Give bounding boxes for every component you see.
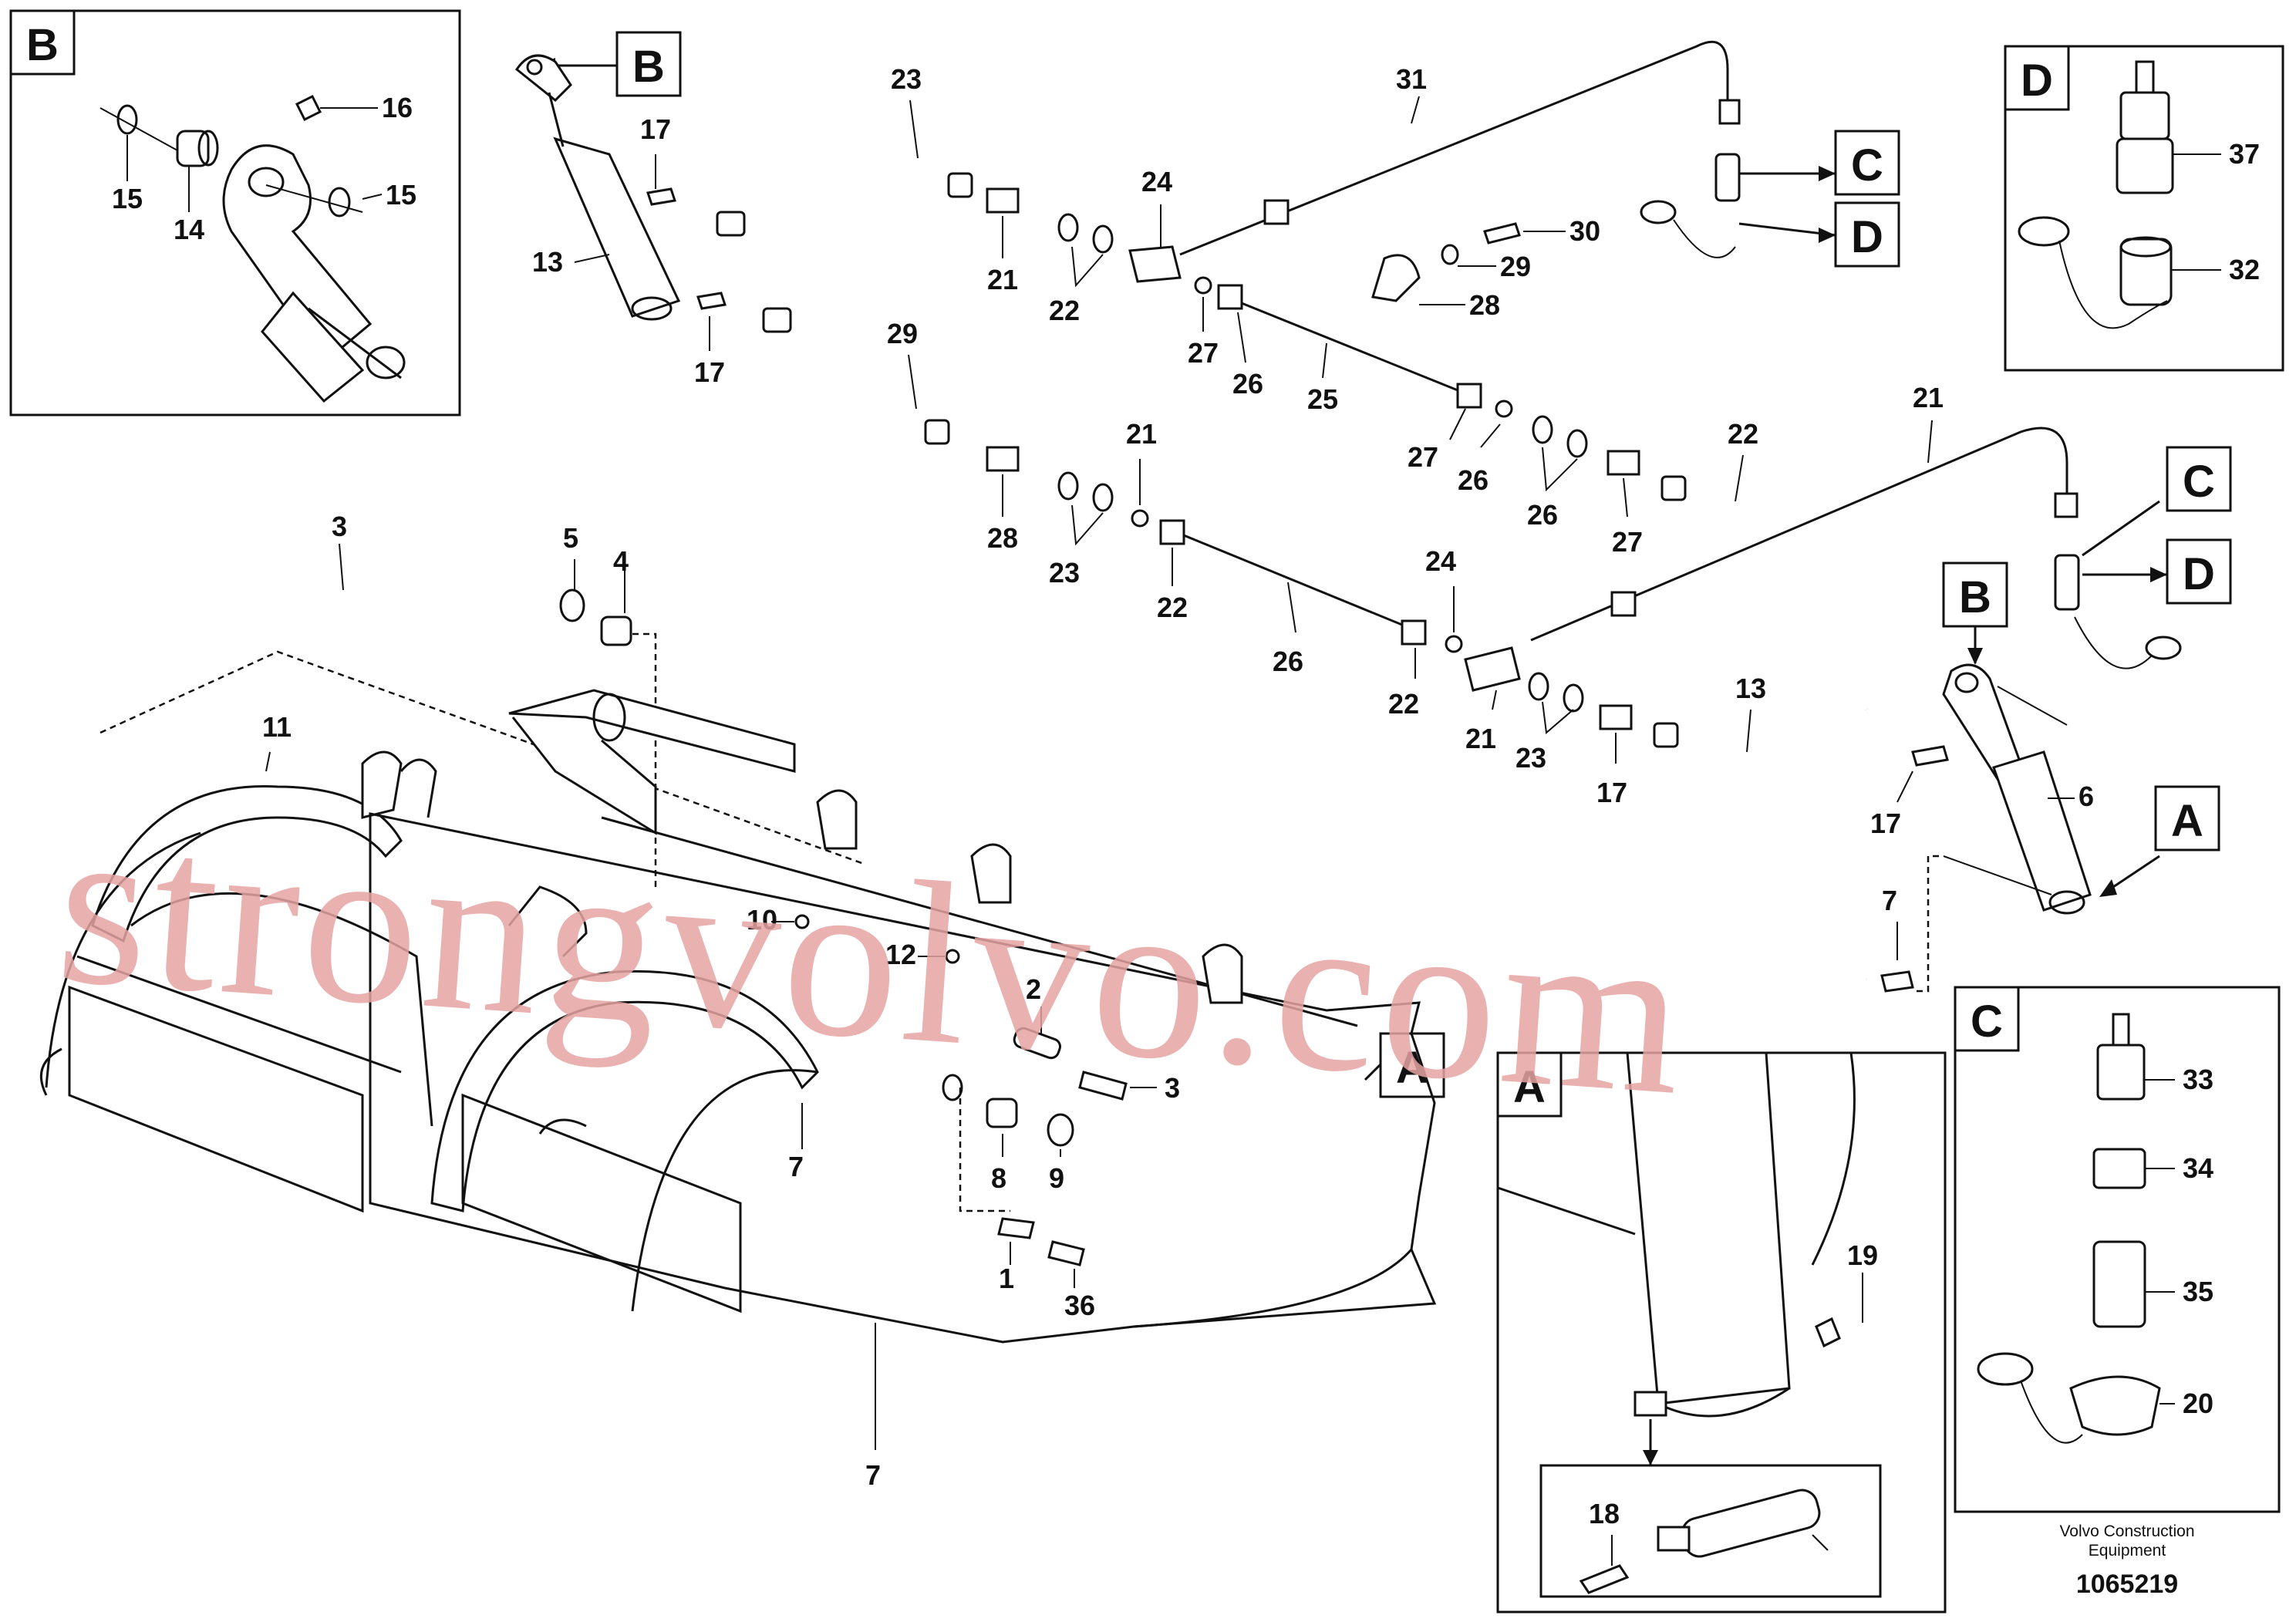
ref-box-d: D xyxy=(1851,212,1883,262)
callout-24: 21 xyxy=(1465,723,1496,754)
callout-37: 32 xyxy=(2229,254,2260,285)
callout-23: 22 xyxy=(1728,418,1758,450)
callout-31: 31 xyxy=(1396,63,1427,95)
callout-30: 30 xyxy=(1569,215,1600,247)
callout-14: 14 xyxy=(174,214,204,245)
callout-34: 35 xyxy=(2183,1276,2213,1307)
callout-7: 5 xyxy=(563,522,578,554)
callout-36: 37 xyxy=(2229,138,2260,170)
callout-24: 24 xyxy=(1141,166,1172,197)
callout-3: 8 xyxy=(991,1162,1006,1194)
callout-11: 12 xyxy=(885,939,916,970)
callout-35: 20 xyxy=(2183,1388,2213,1419)
callout-2: 7 xyxy=(788,1151,804,1182)
callout-31: 21 xyxy=(1913,382,1944,413)
callout-10: 2 xyxy=(1026,973,1041,1005)
callout-21: 28 xyxy=(987,522,1018,554)
ref-box-a: A xyxy=(2171,796,2203,846)
detail-inset-c: C 33 34 35 20 xyxy=(1954,986,2281,1513)
callout-17: 7 xyxy=(1882,885,1897,916)
detail-inset-b: B 16 15 15 14 xyxy=(9,9,461,416)
detail-inset-a: A 19 18 xyxy=(1496,1051,1947,1614)
ref-box-b: B xyxy=(1959,572,1991,622)
callout-33: 34 xyxy=(2183,1152,2213,1184)
callout-23: 23 xyxy=(891,63,922,95)
callout-27: 21 xyxy=(1126,418,1157,450)
callout-22: 26 xyxy=(1527,499,1558,531)
detail-inset-d: D 37 32 xyxy=(2004,45,2284,372)
ref-box-b: B xyxy=(632,42,665,92)
callout-25: 25 xyxy=(1307,383,1338,415)
ref-box-c: C xyxy=(1851,140,1883,191)
inset-d-letter: D xyxy=(2021,56,2053,106)
callout-4: 10 xyxy=(747,904,777,936)
ref-box-a: A xyxy=(1396,1043,1428,1093)
callout-23: 29 xyxy=(887,318,918,349)
grapple-bucket: 3 5 4 11 xyxy=(39,511,1445,1491)
callout-26: 27 xyxy=(1408,441,1438,473)
drawing-number: 1065219 xyxy=(2076,1570,2178,1599)
callout-20: 19 xyxy=(1847,1239,1878,1271)
callout-21: 21 xyxy=(987,264,1018,295)
callout-26: 26 xyxy=(1232,368,1263,400)
inset-b-letter: B xyxy=(26,20,59,70)
inset-c-letter: C xyxy=(1971,996,2003,1047)
callout-9: 36 xyxy=(1064,1290,1095,1321)
ref-box-d: D xyxy=(2183,549,2215,599)
callout-19: 18 xyxy=(1589,1498,1620,1529)
callout-21: 17 xyxy=(1596,777,1627,808)
callout-1: 7 xyxy=(865,1459,881,1491)
callout-13: 6 xyxy=(2079,781,2094,812)
callout-25: 26 xyxy=(1273,646,1303,677)
callout-28: 28 xyxy=(1469,289,1500,321)
callout-29: 29 xyxy=(1500,251,1531,282)
inset-a-letter: A xyxy=(1513,1062,1546,1112)
callout-17: 17 xyxy=(694,356,725,388)
callout-27: 27 xyxy=(1188,337,1219,369)
callout-15: 15 xyxy=(112,183,143,214)
callout-8: 1 xyxy=(999,1263,1014,1294)
callout-27: 24 xyxy=(1425,545,1456,577)
callout-27: 26 xyxy=(1458,464,1489,496)
callout-6: 3 xyxy=(332,511,347,542)
callout-22: 23 xyxy=(1515,742,1546,774)
watermark: strongvolvo.com xyxy=(50,774,1695,1144)
callout-13: 13 xyxy=(532,246,563,278)
callout-3: 4 xyxy=(613,545,629,577)
callout-22: 22 xyxy=(1049,295,1080,326)
callout-15: 15 xyxy=(386,179,416,211)
callout-32: 33 xyxy=(2183,1064,2213,1095)
callout-26: 22 xyxy=(1388,688,1419,720)
footer-company-line1: Volvo Construction xyxy=(2059,1523,2194,1540)
footer-company-line2: Equipment xyxy=(2089,1542,2166,1560)
callout-21: 27 xyxy=(1612,526,1643,558)
hydraulic-assembly: B 13 17 17 23 29 21 xyxy=(514,29,2232,993)
callout-26: 22 xyxy=(1157,592,1188,623)
callout-17: 17 xyxy=(1870,808,1901,839)
callout-22: 23 xyxy=(1049,557,1080,588)
callout-23: 13 xyxy=(1735,673,1766,704)
callout-7: 9 xyxy=(1049,1162,1064,1194)
callout-5: 11 xyxy=(262,711,292,743)
callout-12: 3 xyxy=(1165,1072,1180,1104)
callout-16: 16 xyxy=(382,92,413,123)
ref-box-c: C xyxy=(2183,457,2215,507)
drawing-footer: Volvo Construction Equipment 1065219 xyxy=(2059,1523,2194,1599)
callout-17: 17 xyxy=(640,113,671,145)
